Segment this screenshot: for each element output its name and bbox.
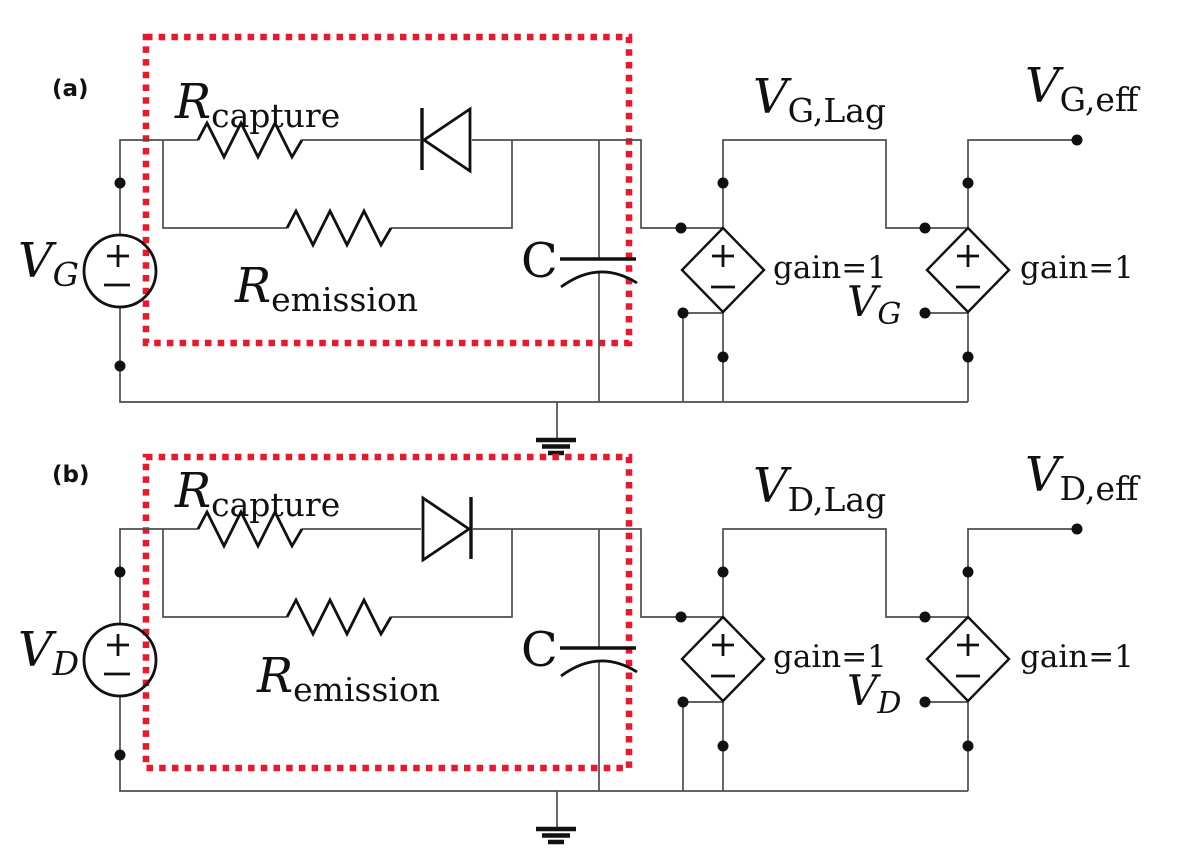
highlight-box-trap-rc bbox=[142, 33, 633, 347]
vcvs-diamond-1 bbox=[680, 226, 766, 314]
resistor-emission bbox=[285, 596, 393, 638]
resistor-capture bbox=[196, 508, 304, 550]
voltage-source-circle bbox=[82, 622, 158, 698]
r-emission-label: Remission bbox=[256, 648, 440, 709]
plus-terminal bbox=[712, 245, 734, 267]
veff-label: VG,eff bbox=[1025, 58, 1141, 119]
diode bbox=[421, 495, 473, 563]
gain-label-2: gain=1 bbox=[1020, 639, 1134, 675]
source-label: VG bbox=[18, 233, 79, 294]
panel-tag: (b) bbox=[52, 462, 90, 488]
output-terminal-dot bbox=[1071, 523, 1083, 535]
veff-label: VD,eff bbox=[1025, 447, 1141, 508]
r-capture-label: Rcapture bbox=[174, 463, 340, 524]
control-label: VG bbox=[847, 277, 901, 332]
resistor-capture bbox=[196, 119, 304, 161]
capacitor bbox=[560, 257, 638, 289]
junction-dots bbox=[114, 523, 1083, 761]
vcvs-2-diamond bbox=[925, 615, 1011, 703]
voltage-source bbox=[82, 622, 158, 698]
capacitor-label: C bbox=[521, 622, 558, 678]
plus-terminal bbox=[957, 245, 979, 267]
ground-symbol bbox=[536, 437, 576, 456]
diode bbox=[420, 106, 472, 174]
junction-dots bbox=[114, 134, 1083, 372]
gain-label-2: gain=1 bbox=[1020, 250, 1134, 286]
capacitor-curved-plate bbox=[560, 659, 638, 678]
vlag-label: VG,Lag bbox=[753, 69, 886, 130]
capacitor-label: C bbox=[521, 233, 558, 289]
r-emission-label: Remission bbox=[234, 258, 418, 319]
vcvs-diamond-2 bbox=[925, 226, 1011, 314]
vcvs-diamond-2 bbox=[925, 615, 1011, 703]
plus-terminal bbox=[107, 634, 129, 656]
gain-label-1: gain=1 bbox=[773, 639, 887, 675]
diode-triangle bbox=[421, 495, 472, 563]
vcvs-2-diamond bbox=[925, 226, 1011, 314]
highlight-box-trap-rc bbox=[142, 453, 633, 772]
panel-tag: (a) bbox=[52, 76, 89, 102]
vcvs-1-diamond bbox=[680, 226, 766, 314]
control-label: VD bbox=[847, 666, 901, 721]
vcvs-1-diamond bbox=[680, 615, 766, 703]
plus-terminal bbox=[957, 634, 979, 656]
voltage-source bbox=[82, 233, 158, 309]
output-terminal-dot bbox=[1071, 134, 1083, 146]
source-label: VD bbox=[18, 622, 79, 683]
panel-a: (a) VG Rcapture Remission C VG,Lag VG,ef… bbox=[18, 33, 1141, 456]
r-capture-label: Rcapture bbox=[174, 74, 340, 135]
plus-terminal bbox=[712, 634, 734, 656]
voltage-source-circle bbox=[82, 233, 158, 309]
vcvs-diamond-1 bbox=[680, 615, 766, 703]
diode-triangle bbox=[421, 106, 472, 174]
ground-symbol bbox=[536, 826, 576, 845]
capacitor-curved-plate bbox=[560, 270, 638, 289]
resistor-emission bbox=[285, 207, 393, 249]
capacitor bbox=[560, 646, 638, 678]
vlag-label: VD,Lag bbox=[753, 458, 886, 519]
panel-b: (b) VD Rcapture Remission C VD,Lag VD,ef… bbox=[18, 447, 1141, 845]
gain-label-1: gain=1 bbox=[773, 250, 887, 286]
plus-terminal bbox=[107, 245, 129, 267]
